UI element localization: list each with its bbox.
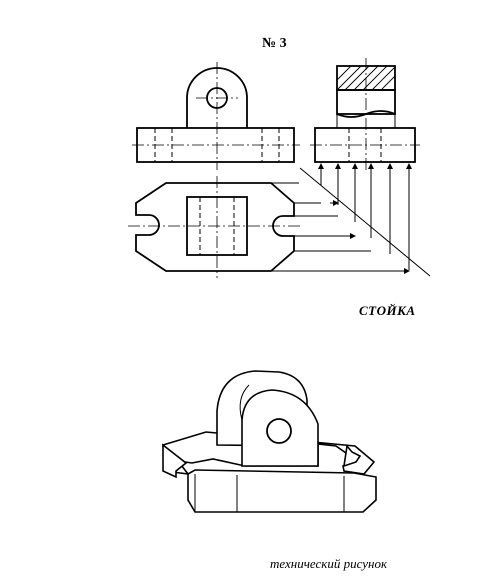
front-view	[132, 62, 300, 170]
part-title: СТОЙКА	[359, 303, 416, 318]
side-view	[310, 58, 420, 270]
task-number: № 3	[262, 36, 287, 51]
sketch-caption: технический рисунок	[270, 556, 388, 571]
isometric-sketch	[162, 370, 377, 513]
top-view	[128, 167, 431, 278]
